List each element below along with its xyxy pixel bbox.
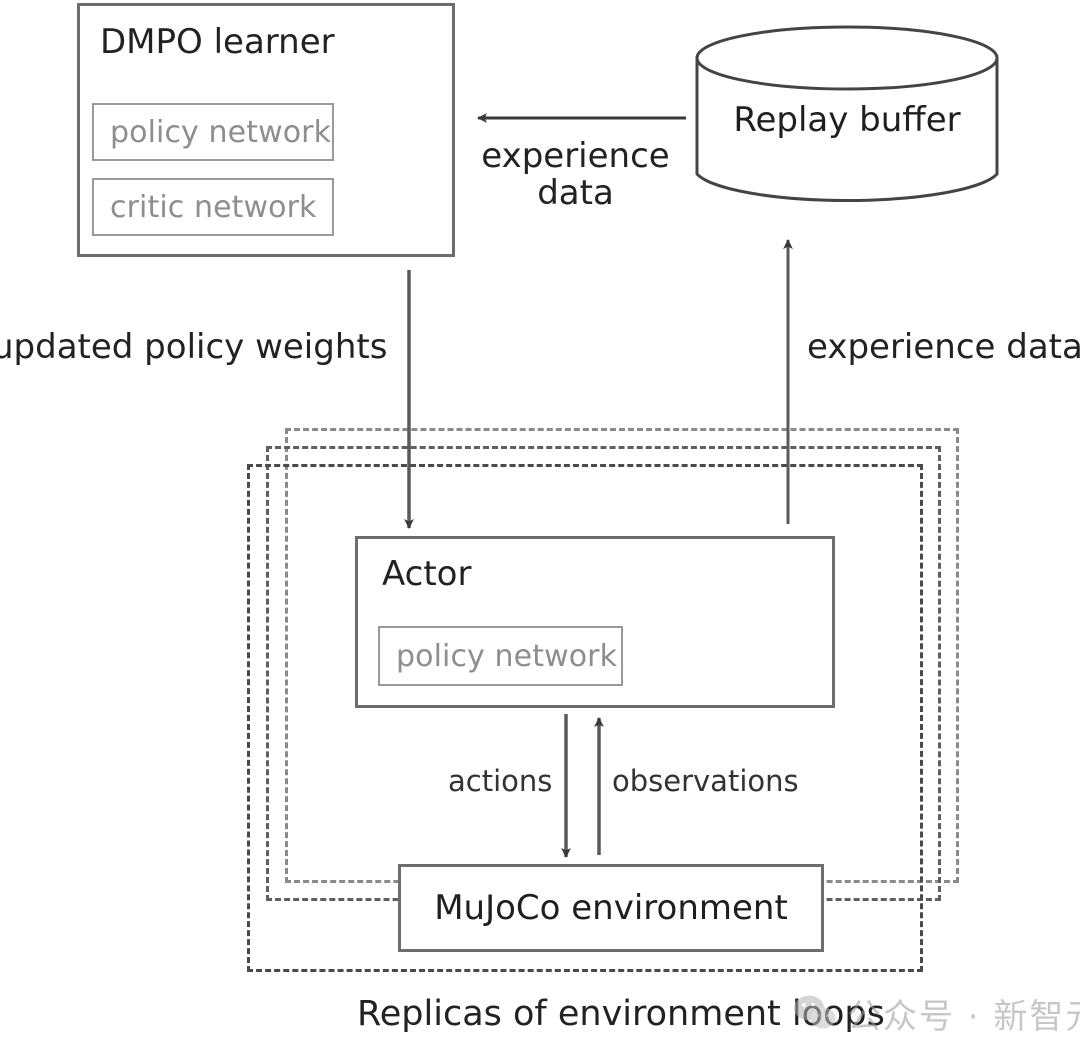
actor-box: Actor policy network — [355, 536, 835, 708]
replay-buffer-label: Replay buffer — [733, 100, 961, 140]
edge-label-experience-data-to-learner: experience data — [478, 138, 673, 211]
mujoco-environment-box: MuJoCo environment — [398, 864, 824, 952]
replica-frame-front — [247, 464, 923, 972]
learner-critic-network-box: critic network — [92, 178, 334, 236]
edge-label-observations: observations — [612, 764, 799, 798]
edge-label-experience-data-to-buffer: experience data — [807, 327, 1080, 367]
actor-title: Actor — [382, 554, 472, 594]
watermark: 公众号 · 新智元 — [793, 989, 1080, 1038]
wechat-icon — [794, 995, 836, 1028]
watermark-text: 公众号 · 新智元 — [847, 997, 1080, 1037]
mujoco-environment-label: MuJoCo environment — [434, 888, 788, 928]
dmpo-learner-box: DMPO learner policy network critic netwo… — [77, 3, 455, 257]
edge-label-updated-policy-weights: updated policy weights — [0, 327, 388, 367]
cylinder-shape — [695, 25, 999, 202]
learner-policy-network-label: policy network — [110, 114, 332, 150]
edge-label-actions: actions — [448, 764, 553, 798]
learner-policy-network-box: policy network — [92, 103, 334, 161]
actor-policy-network-box: policy network — [378, 626, 623, 686]
actor-policy-network-label: policy network — [396, 638, 618, 674]
dmpo-learner-title: DMPO learner — [100, 22, 335, 62]
replay-buffer-cylinder: Replay buffer — [694, 24, 1000, 208]
edge-label-line-1: experience — [481, 136, 670, 176]
learner-critic-network-label: critic network — [110, 189, 317, 225]
edge-label-line-2: data — [537, 172, 614, 213]
